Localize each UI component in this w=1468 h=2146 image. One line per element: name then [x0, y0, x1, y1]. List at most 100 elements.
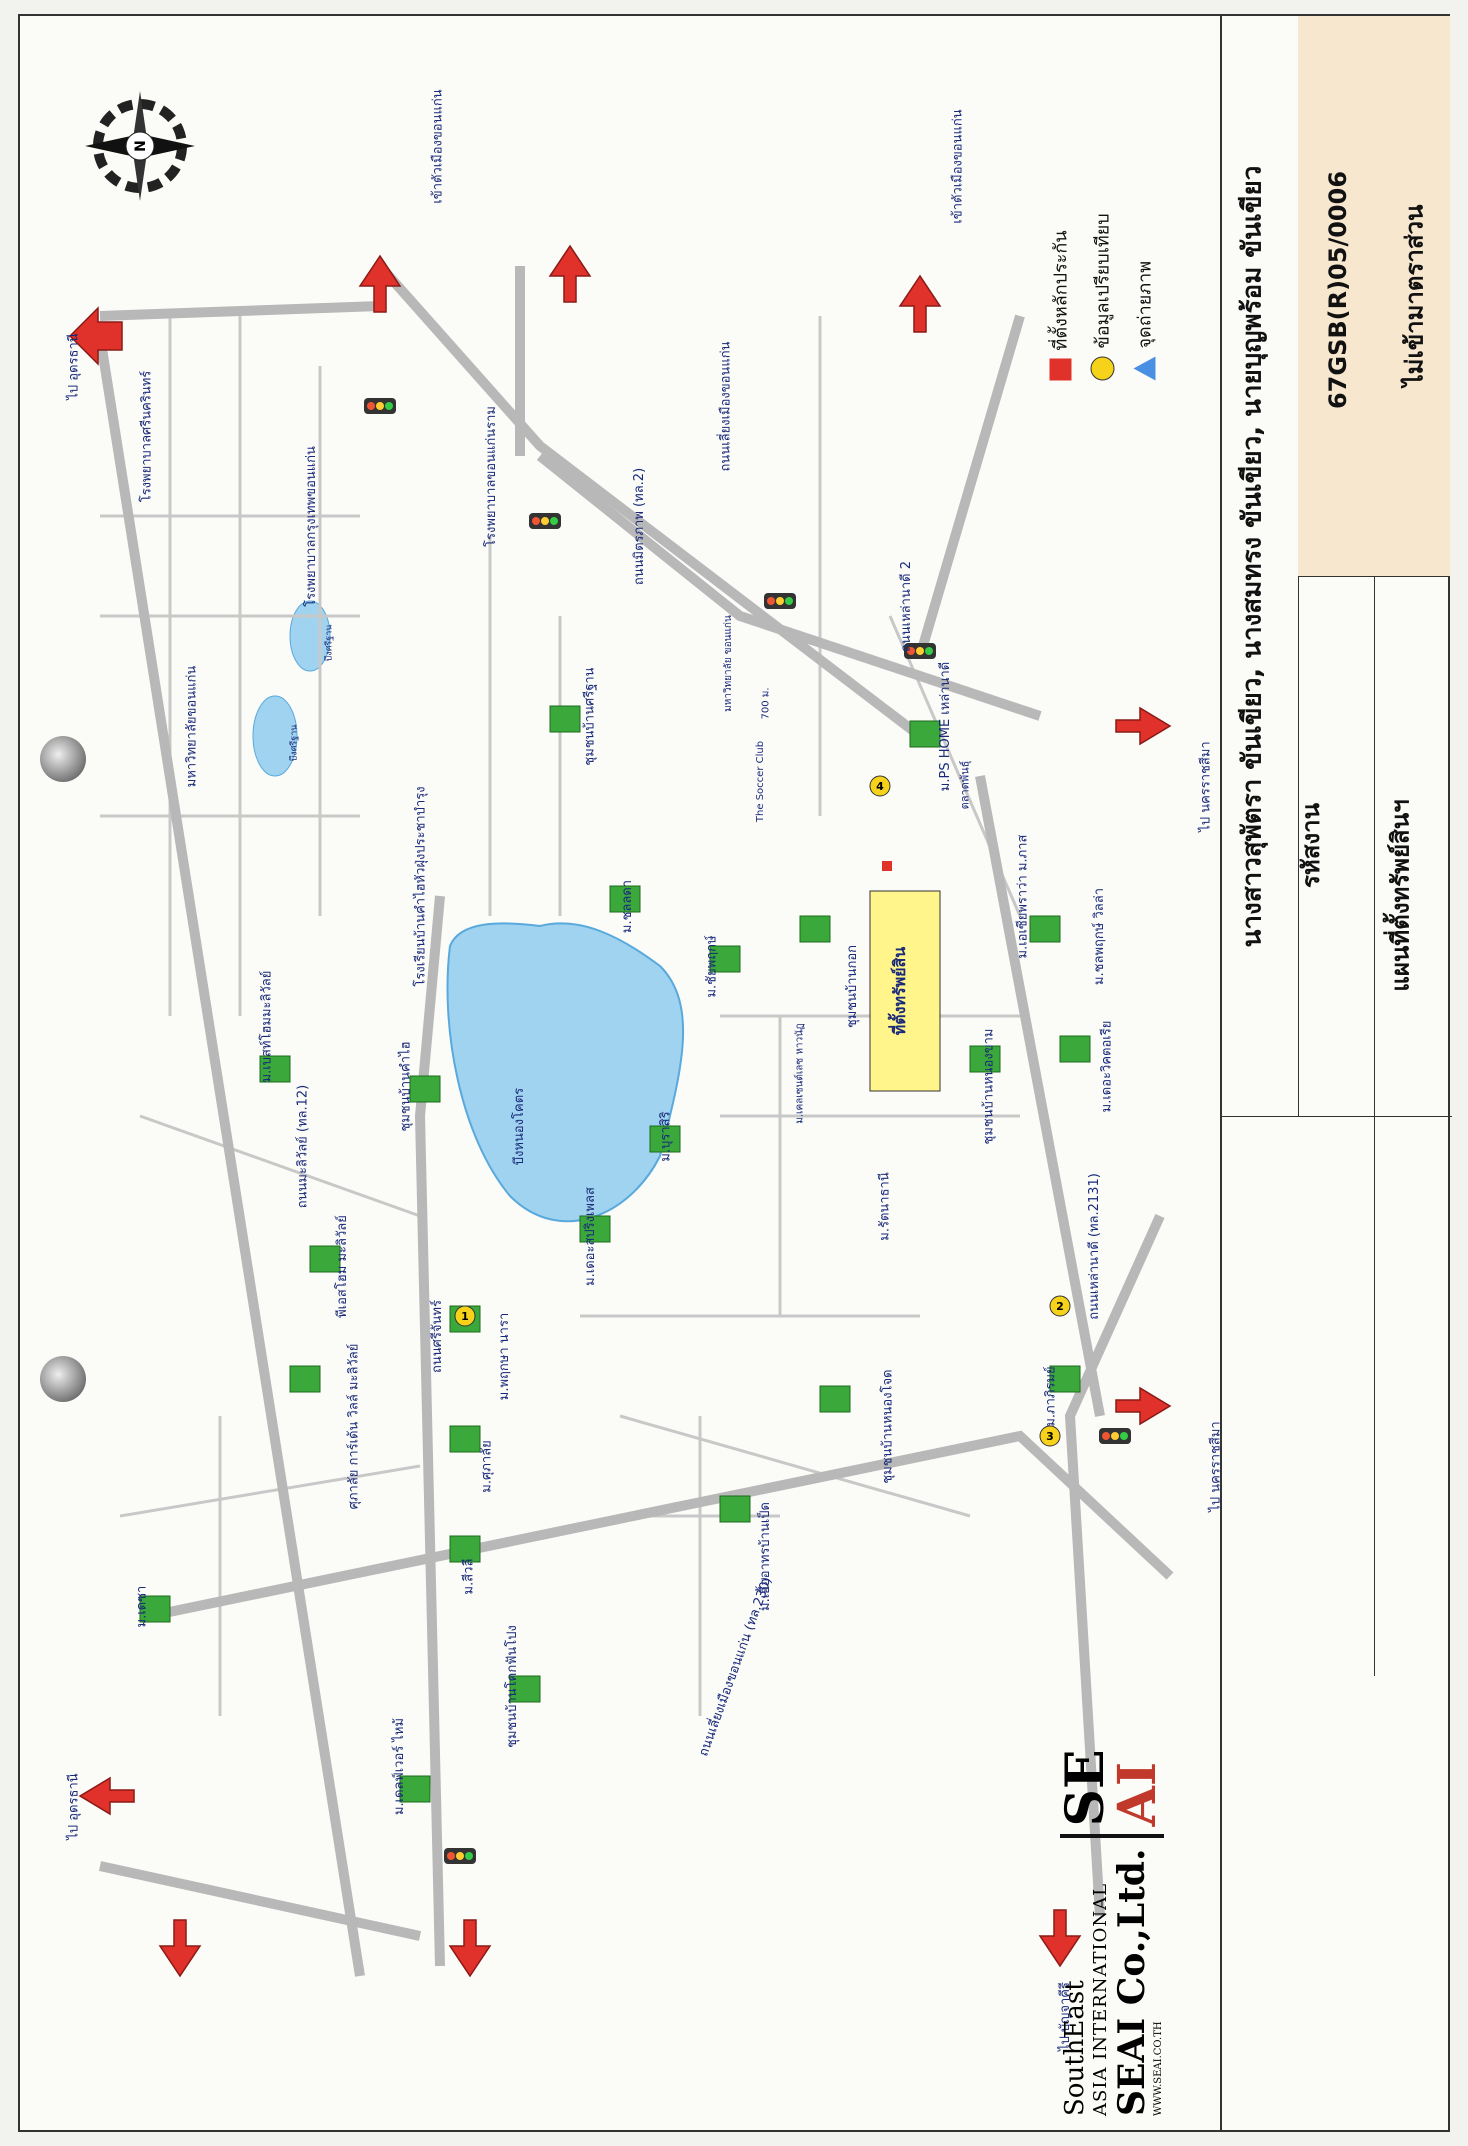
logo-ai: AI — [1107, 1761, 1168, 1827]
place-phruksa-nara: ม.พฤกษา นารา — [497, 1312, 513, 1401]
direction-label-city-1: เข้าตัวเมืองขอนแก่น — [430, 89, 446, 204]
place-university-label: มหาวิทยาลัยขอนแก่น — [184, 665, 200, 788]
logo-se: SE — [1055, 1749, 1116, 1827]
place-best-home: ม.เบสท์โฮมมะลิวัลย์ — [259, 970, 275, 1083]
arrow-city-1 — [358, 254, 402, 313]
comparable-markers: 1 2 3 4 — [454, 775, 1071, 1447]
road-laonadi-2: ถนนเหล่านาดี 2 — [898, 561, 914, 652]
place-bangkok-hospital: โรงพยาบาลกรุงเทพขอนแก่น — [303, 446, 319, 607]
svg-text:3: 3 — [1046, 1430, 1054, 1443]
property-point — [882, 861, 892, 871]
map-area: ที่ตั้งทรัพย์สิน 1 2 3 4 บึงหนองโคตร มหา… — [20, 16, 1224, 2130]
pond-1 — [252, 695, 298, 777]
code-label-cell: รหัสงาน — [1297, 576, 1375, 1676]
map-canvas: ที่ตั้งทรัพย์สิน 1 2 3 4 — [68, 244, 1174, 1978]
place-community-srithan: ชุมชนบ้านศรีฐาน — [582, 667, 598, 766]
company-line3: SEAI Co.,Ltd. — [1111, 1848, 1153, 2117]
road-srichan: ถนนศรีจันทร์ — [429, 1300, 445, 1373]
village-icon — [1049, 1365, 1081, 1393]
triangle-icon — [1133, 356, 1155, 381]
direction-label-city-2: เข้าตัวเมืองขอนแก่น — [950, 109, 966, 224]
place-community-nongkham: ชุมชนบ้านหนองขาม — [981, 1028, 997, 1145]
place-supalai-garden: ศุภาลัย การ์เด้น วิลล์ มะลิวัลย์ — [346, 1343, 362, 1510]
village-icons — [139, 705, 1091, 1803]
village-icon — [799, 915, 831, 943]
arrow-banchakiri — [1038, 1909, 1082, 1968]
binder-hole — [40, 736, 86, 782]
village-icon — [399, 1775, 431, 1803]
arrow-udon-bottom — [78, 1776, 135, 1816]
map-label: แผนที่ตั้งทรัพย์สินฯ — [1386, 799, 1415, 992]
arrow-left-2 — [448, 1919, 492, 1978]
village-icon — [709, 945, 741, 973]
legend-comparable-label: ข้อมูลเปรียบเทียบ — [1092, 213, 1114, 349]
major-roads — [95, 262, 1174, 1977]
road-laonadi-2131: ถนนเหล่านาดี (ทล.2131) — [1086, 1173, 1102, 1320]
place-community-kok: ชุมชนบ้านกอก — [845, 944, 861, 1029]
svg-text:1: 1 — [461, 1310, 469, 1323]
place-bueng-srithan-1: บึงศรีฐาน — [289, 724, 300, 762]
yellow-circle-icon — [1090, 356, 1114, 381]
place-ps-home-maliwan: พีเอสโฮม มะลิวัลย์ — [334, 1215, 350, 1318]
place-siwali: ม.สีวลี — [461, 1558, 477, 1595]
compass-icon: N — [85, 91, 195, 201]
place-community-khamhai: ชุมชนบ้านคำไฮ — [398, 1041, 414, 1132]
svg-text:2: 2 — [1056, 1300, 1064, 1313]
road-bypass: ถนนเลี่ยงเมืองขอนแก่น — [718, 341, 734, 472]
place-supalai: ม.ศุภาลัย — [479, 1440, 495, 1493]
owner-title: นางสาวสุพัตรา ขันเขียว, นางสมทรง ขันเขีย… — [1237, 165, 1268, 948]
road-mittraphap: ถนนมิตรภาพ (ทล.2) — [632, 467, 648, 586]
village-icon — [649, 1125, 681, 1153]
village-icon — [1059, 1035, 1091, 1063]
place-asia-prawa: ม.เอเซียพราว่า ม.ภาส — [1015, 834, 1031, 959]
place-victoria: ม.เดอะวิคตอเรีย — [1099, 1020, 1115, 1113]
arrow-city-3 — [898, 274, 942, 333]
legend-collateral: ที่ตั้งหลักประกัน — [1046, 230, 1075, 381]
direction-arrows — [68, 244, 1172, 1978]
place-chonlada: ม.ชลลดา — [620, 879, 636, 934]
binder-hole — [40, 1356, 86, 1402]
village-icon — [259, 1055, 291, 1083]
code-value: 67GSB(R)05/0006 — [1324, 170, 1352, 410]
road-maliwan: ถนนมะลิวัลย์ (ทล.12) — [295, 1084, 311, 1209]
place-bueng-srithan-2: บึงศรีฐาน — [324, 624, 335, 662]
legend-collateral-label: ที่ตั้งหลักประกัน — [1050, 230, 1072, 351]
scale-note: ไม่เข้ามาตราส่วน — [1400, 204, 1429, 387]
panel-divider — [1222, 1116, 1452, 1117]
place-chonphruek-villa: ม.ชลพฤกษ์ วิลล่า — [1092, 887, 1108, 986]
traffic-lights — [364, 398, 1131, 1864]
map-label-cell: แผนที่ตั้งทรัพย์สินฯ — [1374, 576, 1450, 1676]
place-community-nongjot: ชุมชนบ้านหนองโจด — [880, 1369, 896, 1484]
village-icon — [1029, 915, 1061, 943]
place-papirom: ม.ภาภิรมย์ — [1043, 1366, 1059, 1427]
place-khonkaen-ram-hospital: โรงพยาบาลขอนแก่นราม — [483, 406, 499, 547]
property-marker — [869, 890, 941, 1092]
village-icon — [609, 885, 641, 913]
code-value-cell: 67GSB(R)05/0006 — [1298, 16, 1375, 577]
company-line1: SouthEast — [1060, 1980, 1090, 2116]
place-ps-home-laonadi: ม.PS HOME เหล่านาดี — [938, 661, 954, 792]
direction-label-udon-top: ไป อุดรธานี — [66, 333, 82, 400]
code-label: รหัสงาน — [1296, 803, 1325, 888]
village-icon — [509, 1675, 541, 1703]
village-icon — [909, 720, 941, 748]
place-soccer-club: The Soccer Club — [755, 740, 767, 823]
village-icon — [449, 1425, 481, 1453]
compass-label: N — [133, 140, 149, 152]
legend-photo-label: จุดถ่ายภาพ — [1134, 260, 1156, 349]
scale-cell: ไม่เข้ามาตราส่วน — [1374, 16, 1450, 577]
direction-label-korat-1: ไป นครราชสีมา — [1198, 741, 1214, 832]
company-logo: SouthEast ASIA INTERNATIONAL SEAI Co.,Lt… — [1055, 1696, 1220, 2117]
arrow-left-1 — [158, 1919, 202, 1978]
place-cle-saint: ม.เคลเซนต์เลซ หาวนัฏ — [794, 1023, 806, 1124]
village-icon — [409, 1075, 441, 1103]
place-lake-label: บึงหนองโคตร — [512, 1087, 528, 1166]
company-url: WWW.SEAI.CO.TH — [1153, 2021, 1164, 2116]
place-delft-wire: ม.เดลฟ์เวอร์ ไหม้ — [392, 1717, 408, 1816]
village-icon — [819, 1385, 851, 1413]
place-desa: ม.เดซา — [134, 1585, 150, 1628]
arrow-city-2 — [548, 244, 592, 303]
place-srinagarind-hospital: โรงพยาบาลศรีนครินทร์ — [139, 370, 155, 503]
direction-label-udon-bottom: ไป อุดรธานี — [66, 1773, 82, 1840]
village-icon — [289, 1365, 321, 1393]
